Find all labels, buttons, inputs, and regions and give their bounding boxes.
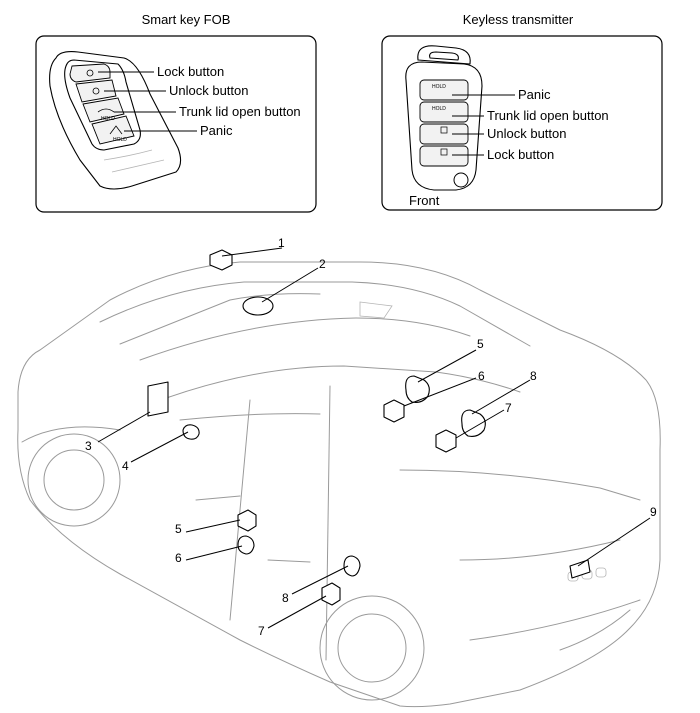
component-6-right	[383, 399, 405, 423]
callout-5-right: 5	[477, 337, 484, 351]
callout-6-left: 5	[175, 522, 182, 536]
component-3	[147, 381, 169, 417]
smart-key-fob-panel: Smart key FOB HOLD HOLD Lock button Unlo…	[35, 12, 317, 213]
callout-7-right: 7	[505, 401, 512, 415]
keyless-transmitter-panel: Keyless transmitter HOLD HOLD Panic Trun…	[381, 12, 663, 211]
component-5-right	[405, 375, 430, 403]
fob-unlock-callout: Unlock button	[104, 83, 249, 98]
fob-label-trunk: Trunk lid open button	[179, 104, 301, 119]
transmitter-trunk-callout: Trunk lid open button	[452, 108, 609, 123]
component-7-left	[321, 582, 341, 606]
component-9	[569, 559, 591, 579]
keyless-transmitter-illustration: HOLD HOLD	[405, 45, 483, 191]
callout-3: 3	[85, 439, 92, 453]
fob-panic-callout: Panic	[124, 123, 233, 138]
fob-hold-mark-trunk: HOLD	[101, 116, 115, 122]
callout-4: 4	[122, 459, 129, 473]
callout-8-right: 8	[530, 369, 537, 383]
smart-key-fob-illustration: HOLD HOLD	[49, 51, 182, 190]
callout-2: 2	[319, 257, 326, 271]
component-6-left	[237, 509, 257, 532]
fob-label-panic: Panic	[200, 123, 233, 138]
callout-7-left: 7	[258, 624, 265, 638]
transmitter-front-label: Front	[409, 193, 440, 208]
fob-trunk-callout: Trunk lid open button	[114, 104, 301, 119]
fob-label-lock: Lock button	[157, 64, 224, 79]
vehicle-outline	[17, 261, 661, 708]
transmitter-hold-mark-trunk: HOLD	[432, 106, 446, 112]
fob-panel-title: Smart key FOB	[142, 12, 231, 27]
transmitter-lock-callout: Lock button	[452, 147, 554, 162]
transmitter-label-unlock: Unlock button	[487, 126, 567, 141]
callout-9: 9	[650, 505, 657, 519]
component-1	[209, 249, 233, 271]
fob-lock-callout: Lock button	[98, 64, 224, 79]
callout-leaders	[97, 247, 651, 629]
fob-label-unlock: Unlock button	[169, 83, 249, 98]
callout-6-right: 6	[478, 369, 485, 383]
transmitter-label-panic: Panic	[518, 87, 551, 102]
component-8-left	[343, 555, 361, 577]
component-2	[242, 296, 274, 316]
fob-hold-mark-panic: HOLD	[113, 137, 127, 143]
component-5-left	[237, 535, 255, 555]
component-8-right	[461, 409, 486, 437]
transmitter-panic-callout: Panic	[452, 87, 551, 102]
transmitter-panel-title: Keyless transmitter	[463, 12, 574, 27]
transmitter-unlock-callout: Unlock button	[452, 126, 567, 141]
callout-5-left: 6	[175, 551, 182, 565]
transmitter-label-trunk: Trunk lid open button	[487, 108, 609, 123]
transmitter-label-lock: Lock button	[487, 147, 554, 162]
callout-1: 1	[278, 236, 285, 250]
component-7-right	[435, 429, 457, 453]
transmitter-hold-mark-panic: HOLD	[432, 84, 446, 90]
component-4	[182, 424, 200, 440]
callout-8-left: 8	[282, 591, 289, 605]
callout-numbers: 1 2 3 4 5 6 5 6 7 8 7 8 9	[85, 236, 657, 638]
